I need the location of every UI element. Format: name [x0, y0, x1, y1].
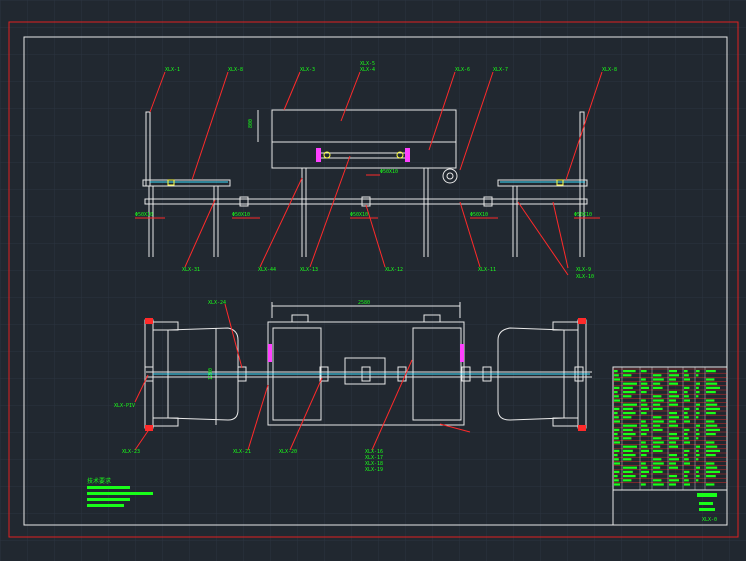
elevation-view: [142, 109, 588, 257]
right-bed: [497, 179, 588, 187]
label-xlx-8-b: XLX-8: [602, 67, 617, 73]
technical-notes: 技术要求: [87, 477, 153, 507]
title-block: XLX-0: [612, 489, 728, 526]
label-xlx-23: XLX-23: [122, 449, 140, 455]
label-xlx-21: XLX-21: [233, 449, 251, 455]
elevation-accents: [150, 148, 585, 186]
main-rail: [144, 198, 588, 205]
length-dim: 2580: [358, 300, 370, 306]
label-xlx-16: XLX-16: [365, 449, 383, 455]
height-dim: 800: [248, 119, 254, 128]
label-xlx-3: XLX-3: [300, 67, 315, 73]
plan-accents: [145, 318, 590, 433]
notes-title: 技术要求: [87, 477, 111, 485]
label-xlx-20: XLX-20: [279, 449, 297, 455]
label-xlx-10: XLX-10: [576, 274, 594, 280]
dim-6: Φ50X10: [380, 169, 398, 175]
label-xlx-19: XLX-19: [365, 467, 383, 473]
plan-leaders: [134, 303, 413, 451]
label-xlx-18: XLX-18: [365, 461, 383, 467]
label-xlx-13: XLX-13: [300, 267, 318, 273]
label-xlx-8-a: XLX-8: [228, 67, 243, 73]
label-xlx-1: XLX-1: [165, 67, 180, 73]
elevation-leaders: [135, 71, 603, 276]
label-xlx-11: XLX-11: [478, 267, 496, 273]
right-pad: [497, 327, 565, 421]
label-xlx-6: XLX-6: [455, 67, 470, 73]
label-xlx-piv: XLX-PIV: [114, 403, 135, 409]
dim-2: Φ50X10: [232, 212, 250, 218]
outer-frame: [8, 21, 739, 538]
label-xlx-17: XLX-17: [365, 455, 383, 461]
main-tank: [271, 109, 457, 169]
label-xlx-5: XLX-5: [360, 61, 375, 67]
label-xlx-4: XLX-4: [360, 67, 375, 73]
label-xlx-24: XLX-24: [208, 300, 226, 306]
label-xlx-31: XLX-31: [182, 267, 200, 273]
dim-1: Φ50X10: [135, 212, 153, 218]
inner-frame: [23, 36, 728, 526]
width-dim: 1200: [208, 368, 214, 380]
label-xlx-12: XLX-12: [385, 267, 403, 273]
left-pad: [167, 327, 239, 421]
dim-4: Φ50X10: [470, 212, 488, 218]
drive-wheel: [442, 168, 458, 184]
label-xlx-44: XLX-44: [258, 267, 276, 273]
label-xlx-9: XLX-9: [576, 267, 591, 273]
parts-list: [612, 366, 728, 526]
sheet-number: XLX-0: [702, 517, 717, 523]
dim-3: Φ50X10: [350, 212, 368, 218]
label-xlx-7: XLX-7: [493, 67, 508, 73]
left-bed: [142, 179, 231, 187]
elevation-labels: XLX-1 XLX-8 XLX-3 XLX-5 XLX-4 XLX-6 XLX-…: [135, 61, 617, 280]
plan-labels: XLX-24 XLX-PIV XLX-23 XLX-21 XLX-20 XLX-…: [114, 300, 383, 473]
dim-5: Φ50X10: [574, 212, 592, 218]
